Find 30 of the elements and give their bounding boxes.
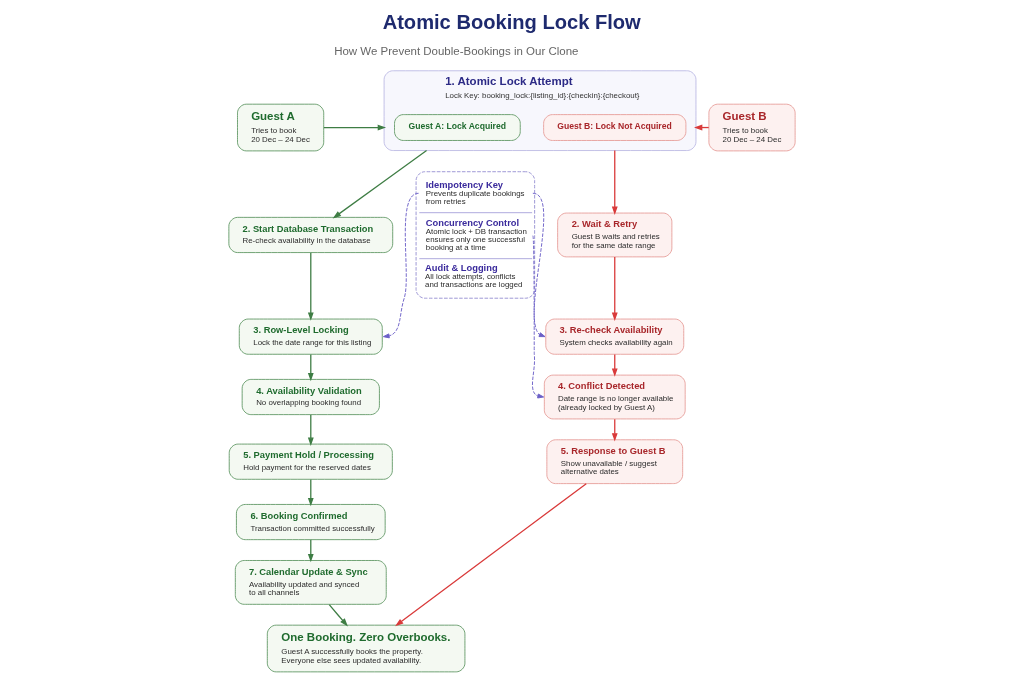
- arrow: [307, 252, 314, 321]
- node-box: 4. Conflict Detected Date range is no longer available (already locked by Guest A): [543, 374, 686, 420]
- arrow: [611, 256, 618, 321]
- node-box: 4. Availability Validation No overlapping booking found: [241, 379, 380, 416]
- node-box: Guest B: Lock Not Acquired: [543, 114, 687, 141]
- arrow: [532, 192, 546, 338]
- arrow: [611, 149, 618, 215]
- arrow: [307, 414, 314, 446]
- arrow: [532, 235, 545, 399]
- node-box: 5. Response to Guest B Show unavailable / suggest alternative dates: [546, 439, 684, 485]
- arrow: [382, 192, 420, 339]
- node-box: Guest B Tries to book 20 Dec – 24 Dec: [708, 103, 796, 152]
- arrow: [332, 149, 428, 219]
- node-box: 5. Payment Hold / Processing Hold payment for the reserved dates: [228, 443, 393, 480]
- node-box: 7. Calendar Update & Sync Availability updated and synced to all channels: [234, 560, 387, 605]
- node-box: 3. Row-Level Locking Lock the date range for this listing: [238, 318, 383, 355]
- node-box: Guest A Tries to book 20 Dec – 24 Dec: [237, 103, 325, 152]
- arrow: [307, 353, 314, 382]
- node-box: 2. Wait & Retry Guest B waits and retries for the same date range: [557, 212, 673, 258]
- arrow: [328, 604, 348, 627]
- label: How We Prevent Double-Bookings in Our Clone: [334, 44, 579, 57]
- node-box: Guest A: Lock Acquired: [394, 114, 521, 141]
- node-box: 3. Re-check Availability System checks availability again: [545, 318, 685, 355]
- diagram-title: Atomic Booking Lock Flow: [382, 11, 641, 34]
- arrow: [395, 483, 587, 627]
- node-box: 2. Start Database Transaction Re-check availability in the database: [228, 216, 394, 253]
- node-box: 6. Booking Confirmed Transaction committed successfully: [236, 504, 386, 541]
- node-box: One Booking. Zero Overbooks. Guest A successfully books the property. Everyone else sees updated availability.: [266, 624, 466, 673]
- arrow: [307, 478, 314, 507]
- arrow: [323, 124, 387, 131]
